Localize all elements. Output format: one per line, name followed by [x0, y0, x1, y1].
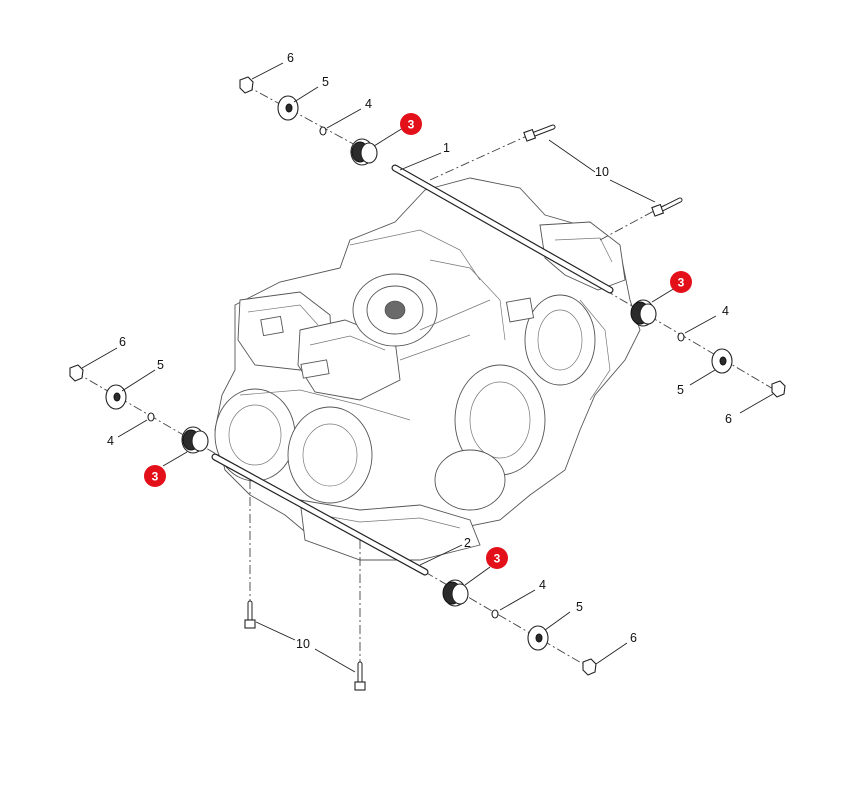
- svg-text:3: 3: [408, 118, 415, 132]
- callout-oring-top: 4: [365, 97, 372, 111]
- callout-washer-bottom: 5: [576, 600, 583, 614]
- mount-upper-left: [350, 138, 378, 166]
- mount-lower-right: [442, 579, 469, 607]
- bolt-lower-right: [354, 661, 366, 691]
- callout-bolt-lower: 10: [296, 637, 310, 651]
- badge-mount-lower-left: 3: [144, 465, 166, 487]
- engine-assembly: [214, 177, 641, 561]
- callout-washer-left: 5: [157, 358, 164, 372]
- leader-lines: [81, 62, 774, 673]
- washers: [105, 95, 733, 651]
- svg-text:3: 3: [678, 276, 685, 290]
- callout-nut-left: 6: [119, 335, 126, 349]
- highlight-badges: 3 3 3 3: [144, 113, 692, 569]
- callout-shaft-lower: 2: [464, 536, 471, 550]
- callout-washer-top: 5: [322, 75, 329, 89]
- callout-oring-bottom: 4: [539, 578, 546, 592]
- nuts: [69, 76, 786, 676]
- mount-upper-right: [630, 299, 657, 327]
- callout-oring-right: 4: [722, 304, 729, 318]
- callout-shaft-upper: 1: [443, 141, 450, 155]
- svg-text:3: 3: [494, 552, 501, 566]
- o-rings: [147, 126, 685, 619]
- shaft-upper: [391, 164, 614, 294]
- bolt-upper-top: [523, 124, 556, 142]
- shaft-lower: [211, 453, 429, 576]
- mount-lower-left: [181, 426, 209, 454]
- callout-nut-bottom: 6: [630, 631, 637, 645]
- badge-mount-upper-left: 3: [400, 113, 422, 135]
- callout-nut-right: 6: [725, 412, 732, 426]
- bolt-lower-left: [244, 600, 256, 629]
- svg-text:3: 3: [152, 470, 159, 484]
- callout-labels: 6 5 4 1 10 4 5 6 6 5 4 2 4 5 6 10: [107, 51, 732, 651]
- callout-washer-right: 5: [677, 383, 684, 397]
- callout-oring-left: 4: [107, 434, 114, 448]
- badge-mount-upper-right: 3: [670, 271, 692, 293]
- callout-bolt-upper: 10: [595, 165, 609, 179]
- callout-nut-top: 6: [287, 51, 294, 65]
- badge-mount-lower-right: 3: [486, 547, 508, 569]
- bolt-upper-right: [651, 197, 683, 217]
